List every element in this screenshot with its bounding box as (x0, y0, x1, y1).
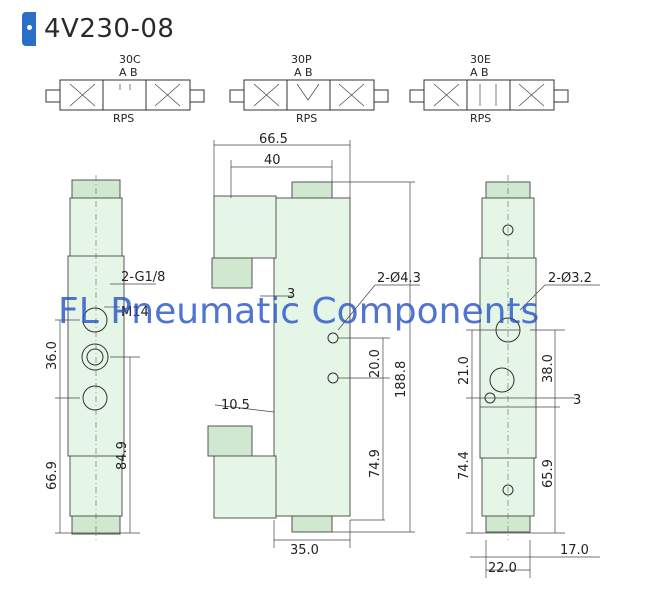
dim-40: 40 (264, 153, 281, 168)
center-view: 66.5 40 3 10.5 2-Ø4.3 20.0 188.8 74.9 35… (207, 132, 421, 558)
dim-21: 21.0 (457, 356, 472, 385)
dim-65-9: 65.9 (541, 459, 556, 488)
dim-10-5: 10.5 (221, 398, 250, 413)
dim-3-center: 3 (287, 287, 295, 302)
title-block: 4V230-08 (22, 12, 174, 46)
symbol-code: 30E (470, 53, 491, 66)
symbol-ports-top: A B (470, 66, 489, 79)
symbol-ports-bottom: RPS (296, 112, 317, 125)
dim-74-9: 74.9 (368, 449, 383, 478)
dim-port-thread: 2-G1/8 (121, 270, 165, 285)
title-badge-icon (22, 12, 36, 46)
dim-74-4: 74.4 (457, 451, 472, 480)
dim-22: 22.0 (488, 561, 517, 576)
dim-20: 20.0 (368, 349, 383, 378)
dim-38: 38.0 (541, 354, 556, 383)
symbol-code: 30P (291, 53, 312, 66)
dim-hole-3-2: 2-Ø3.2 (548, 271, 592, 286)
symbol-ports-top: A B (119, 66, 138, 79)
symbol-ports-bottom: RPS (470, 112, 491, 125)
dim-84-9: 84.9 (115, 441, 130, 470)
symbol-boxes (59, 79, 191, 111)
symbol-30c: 30C A B RPS (45, 53, 205, 125)
dim-188-8: 188.8 (394, 361, 409, 398)
watermark-text: FL Pneumatic Components (58, 291, 539, 332)
symbol-30p: 30P A B RPS (229, 53, 389, 125)
symbol-30e: 30E A B RPS (409, 53, 569, 125)
symbol-ports-bottom: RPS (113, 112, 134, 125)
dim-35: 35.0 (290, 543, 319, 558)
solenoid-right (189, 89, 205, 103)
dim-m14: M14 (121, 305, 149, 320)
symbol-ports-top: A B (294, 66, 313, 79)
page-title: 4V230-08 (44, 14, 175, 44)
dim-36: 36.0 (45, 341, 60, 370)
dim-3-right: 3 (573, 393, 581, 408)
dim-hole-4-3: 2-Ø4.3 (377, 271, 421, 286)
dim-66-9: 66.9 (45, 461, 60, 490)
dim-66-5: 66.5 (259, 132, 288, 147)
solenoid-left (45, 89, 61, 103)
left-view: 2-G1/8 M14 36.0 66.9 84.9 (45, 175, 165, 540)
symbol-code: 30C (119, 53, 141, 66)
right-view: 2-Ø3.2 21.0 38.0 3 74.4 65.9 17.0 22.0 (457, 175, 600, 578)
dim-17: 17.0 (560, 543, 589, 558)
